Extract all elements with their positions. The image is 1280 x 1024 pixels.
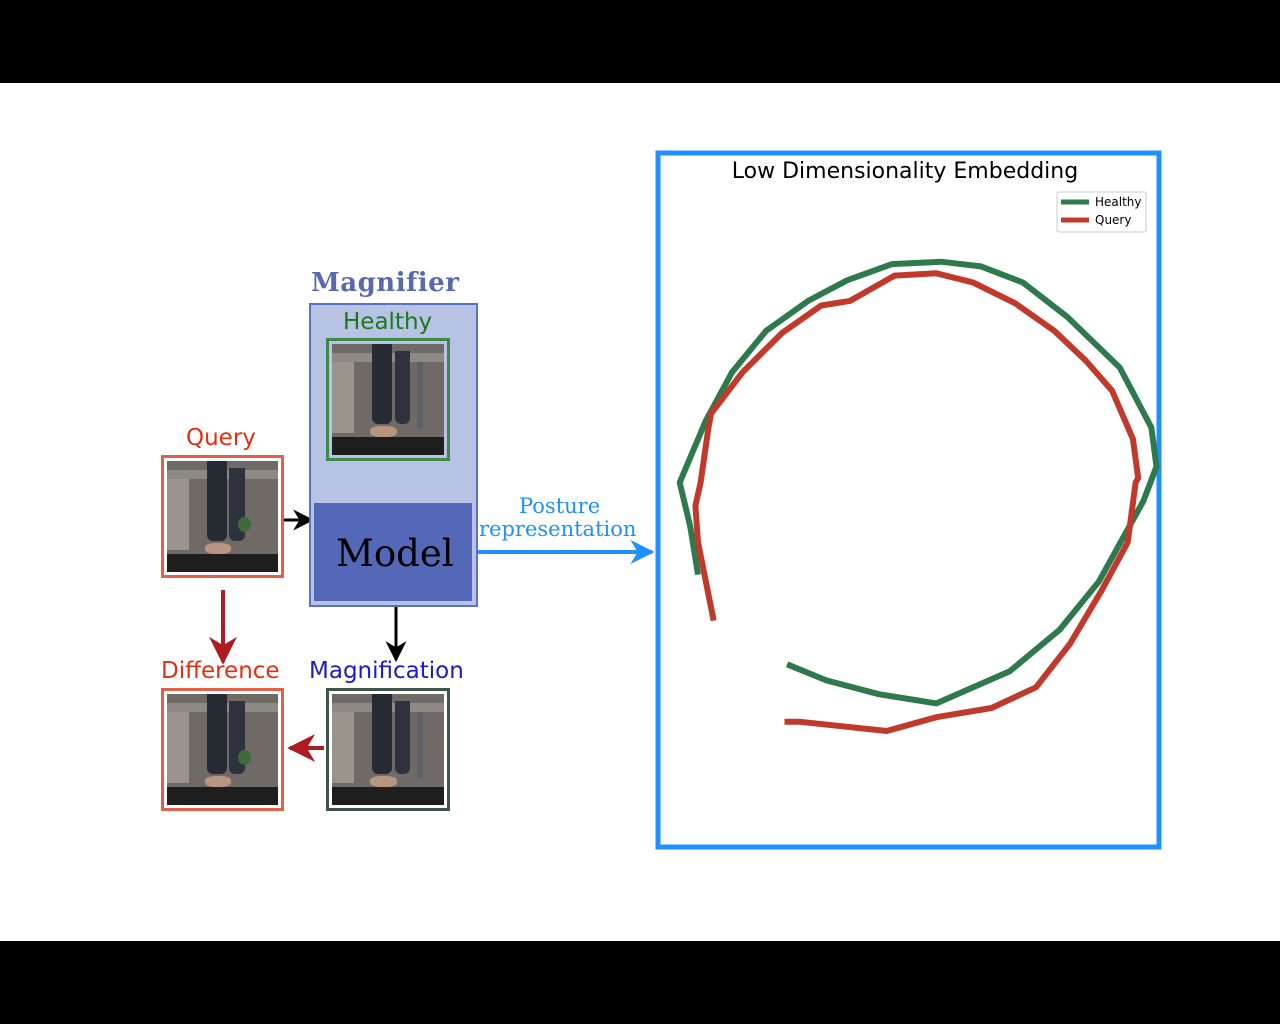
posture-label-line1: Posture (519, 494, 601, 518)
difference-image (161, 688, 284, 811)
series-line-query (692, 270, 1142, 734)
query-label: Query (186, 425, 256, 451)
healthy-image (326, 338, 450, 461)
chart-legend: Healthy Query (1056, 191, 1147, 233)
posture-label-line2: representation (479, 517, 637, 541)
model-box (314, 503, 472, 601)
legend-label-query: Query (1095, 213, 1131, 227)
magnification-image (326, 688, 450, 811)
chart-title: Low Dimensionality Embedding (732, 159, 1078, 184)
magnifier-title: Magnifier (311, 268, 460, 298)
query-image (161, 455, 284, 578)
healthy-label: Healthy (343, 309, 433, 335)
model-label: Model (336, 532, 454, 575)
legend-label-healthy: Healthy (1095, 195, 1142, 209)
difference-label: Difference (161, 658, 280, 684)
magnification-label: Magnification (309, 658, 464, 684)
plot-series (676, 258, 1160, 734)
embedding-frame (655, 150, 1162, 850)
series-line-healthy (676, 258, 1160, 707)
